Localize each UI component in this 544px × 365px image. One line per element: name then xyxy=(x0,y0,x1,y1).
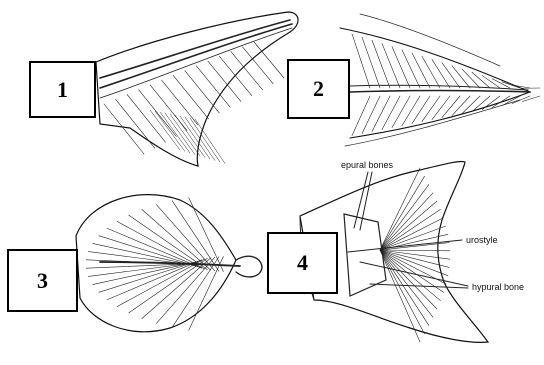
panel-1-label: 1 xyxy=(29,61,96,118)
fin-ray xyxy=(380,193,433,250)
hypural-bone-label: hypural bone xyxy=(472,282,524,292)
fin-ray xyxy=(412,53,430,88)
fin-ray xyxy=(422,96,440,122)
fin-ray xyxy=(392,47,410,88)
panel-4-label: 4 xyxy=(267,232,338,294)
fin-ray xyxy=(162,80,198,125)
fin-ray xyxy=(362,37,380,88)
fin-ray xyxy=(116,99,155,148)
fin-ray xyxy=(254,42,284,78)
fin-ray xyxy=(432,59,450,88)
fin-ray xyxy=(412,96,430,124)
fin-ray xyxy=(402,50,420,88)
panel-2-label: 2 xyxy=(287,59,350,119)
fin-ray xyxy=(156,257,214,323)
fin-ray xyxy=(362,96,380,134)
fin-ray xyxy=(380,250,420,342)
fin-ray xyxy=(522,96,540,102)
panel-3-label: 3 xyxy=(7,249,78,312)
fin-ray xyxy=(242,47,273,84)
fin-ray xyxy=(372,96,390,132)
fin-ray xyxy=(472,96,490,112)
fin-ray xyxy=(170,114,200,156)
fin-ray xyxy=(93,262,198,285)
fin-ray xyxy=(231,52,263,90)
fin-ray xyxy=(380,250,450,251)
fin-ray xyxy=(392,96,410,128)
fin-ray xyxy=(104,104,144,154)
fin-ray xyxy=(380,250,424,334)
fin-ray xyxy=(352,96,370,136)
fin-ray xyxy=(173,75,208,119)
fin-ray xyxy=(512,85,530,88)
fin-ray xyxy=(165,113,195,155)
fin-ray xyxy=(196,66,230,107)
fin-ray xyxy=(107,260,202,300)
epural-bones-label: epural bones xyxy=(341,160,393,170)
fin-ray xyxy=(382,96,400,130)
fin-ray xyxy=(156,205,214,271)
fin-3-drawing xyxy=(76,195,262,332)
fin-ray xyxy=(185,117,215,161)
fin-ray xyxy=(422,56,440,88)
fin-ray xyxy=(380,250,450,259)
fin-ray xyxy=(139,90,177,137)
fin-ray xyxy=(127,94,165,142)
fin-ray xyxy=(185,71,220,113)
fin-ray xyxy=(432,96,450,120)
fin-1-drawing xyxy=(96,12,298,166)
fin-ray xyxy=(452,66,470,88)
fin-ray xyxy=(208,61,241,101)
fin-ray xyxy=(402,96,420,126)
fin-ray xyxy=(382,43,400,88)
fin-ray xyxy=(372,40,390,88)
fin-ray xyxy=(442,63,460,88)
fin-ray xyxy=(462,69,480,88)
urostyle-label: urostyle xyxy=(466,235,498,245)
fin-2-drawing xyxy=(340,14,540,146)
fin-ray xyxy=(352,34,370,88)
fin-ray xyxy=(380,250,429,325)
fin-ray xyxy=(442,96,460,118)
fin-ray xyxy=(380,250,437,309)
fin-ray xyxy=(142,209,211,270)
fin-ray xyxy=(88,263,196,277)
fin-ray xyxy=(380,209,440,250)
fin-ray xyxy=(190,118,220,162)
